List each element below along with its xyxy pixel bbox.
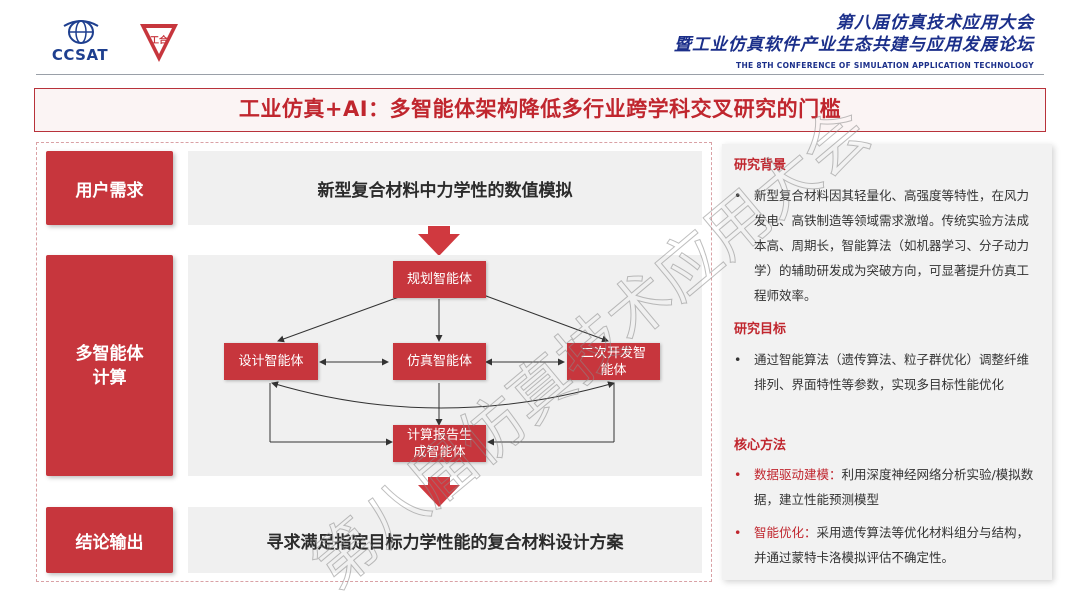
conclusion-content: 寻求满足指定目标力学性能的复合材料设计方案 xyxy=(188,507,702,573)
method-item-1: • 数据驱动建模：利用深度神经网络分析实验/模拟数据，建立性能预测模型 xyxy=(734,462,1040,512)
planning-agent-node: 规划智能体 xyxy=(393,261,486,298)
method-item-2-key: 智能优化： xyxy=(754,525,817,540)
user-need-content: 新型复合材料中力学性的数值模拟 xyxy=(188,151,702,225)
agent-connectors xyxy=(269,292,615,446)
method-item-1-key: 数据驱动建模： xyxy=(754,467,842,482)
report-agent-line2: 成智能体 xyxy=(413,444,466,460)
simulation-agent-node: 仿真智能体 xyxy=(393,343,486,380)
badge-logo: 工合 xyxy=(140,24,178,62)
arrow-down-icon xyxy=(418,226,460,256)
method-item-2-text: 采用遗传算法等优化材料组分与结构，并通过蒙特卡洛模拟评估不确定性。 xyxy=(754,525,1030,565)
method-heading: 核心方法 xyxy=(734,438,787,453)
user-need-label: 用户需求 xyxy=(46,151,173,225)
bullet-icon: • xyxy=(734,188,742,203)
background-item: • 新型复合材料因其轻量化、高强度等特性，在风力发电、高铁制造等领域需求激增。传… xyxy=(734,183,1040,308)
multi-agent-label-line2: 计算 xyxy=(92,367,127,388)
secondary-dev-agent-line2: 能体 xyxy=(600,362,627,378)
conclusion-label: 结论输出 xyxy=(46,507,173,573)
report-agent-node: 计算报告生 成智能体 xyxy=(393,425,486,462)
secondary-dev-agent-line1: 二次开发智 xyxy=(580,345,646,361)
secondary-dev-agent-node: 二次开发智 能体 xyxy=(567,343,660,380)
conference-title-line1: 第八届仿真技术应用大会 xyxy=(836,13,1034,33)
bullet-icon: • xyxy=(734,467,742,482)
background-heading: 研究背景 xyxy=(734,158,787,173)
multi-agent-label-line1: 多智能体 xyxy=(75,343,144,364)
goal-heading: 研究目标 xyxy=(734,322,787,337)
arrow-down-icon xyxy=(418,477,460,507)
ccsat-logo: CCSAT xyxy=(44,18,116,66)
multi-agent-label: 多智能体 计算 xyxy=(46,255,173,476)
workflow-container xyxy=(36,142,712,582)
background-text: 新型复合材料因其轻量化、高强度等特性，在风力发电、高铁制造等领域需求激增。传统实… xyxy=(754,188,1030,303)
report-agent-line1: 计算报告生 xyxy=(406,427,472,443)
conference-title-english: THE 8TH CONFERENCE OF SIMULATION APPLICA… xyxy=(736,61,1034,70)
conference-title-line2: 暨工业仿真软件产业生态共建与应用发展论坛 xyxy=(674,35,1034,55)
conference-title: 第八届仿真技术应用大会 暨工业仿真软件产业生态共建与应用发展论坛 THE 8TH… xyxy=(674,12,1034,70)
goal-item: • 通过智能算法（遗传算法、粒子群优化）调整纤维排列、界面特性等参数，实现多目标… xyxy=(734,347,1040,397)
research-info-panel xyxy=(722,144,1052,580)
goal-text: 通过智能算法（遗传算法、粒子群优化）调整纤维排列、界面特性等参数，实现多目标性能… xyxy=(754,352,1030,392)
page-title: 工业仿真+AI：多智能体架构降低多行业跨学科交叉研究的门槛 xyxy=(34,88,1046,132)
badge-logo-text: 工合 xyxy=(150,34,169,46)
design-agent-node: 设计智能体 xyxy=(224,343,318,380)
bullet-icon: • xyxy=(734,352,742,367)
method-item-1-text: 利用深度神经网络分析实验/模拟数据，建立性能预测模型 xyxy=(754,467,1034,507)
bullet-icon: • xyxy=(734,525,742,540)
header-divider xyxy=(36,74,1044,75)
ccsat-logo-text: CCSAT xyxy=(51,46,109,64)
method-item-2: • 智能优化：采用遗传算法等优化材料组分与结构，并通过蒙特卡洛模拟评估不确定性。 xyxy=(734,520,1040,570)
globe-icon xyxy=(63,20,99,44)
